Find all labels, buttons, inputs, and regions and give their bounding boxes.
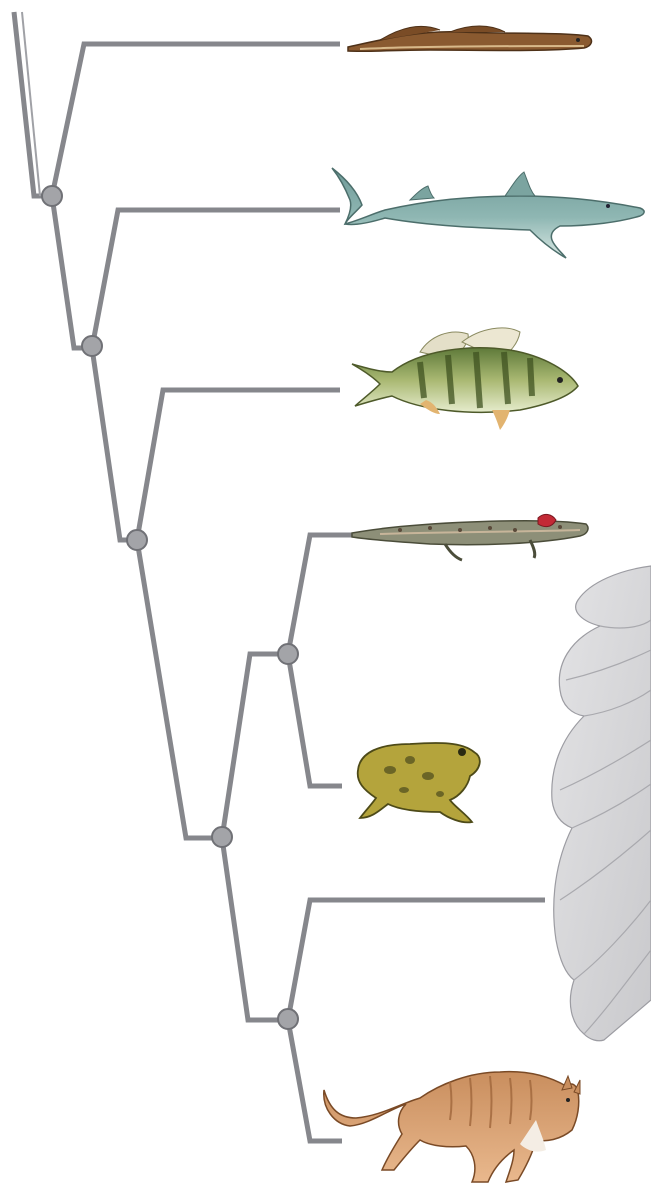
branch-bird: [288, 900, 545, 1020]
perch-icon: [352, 328, 578, 430]
branch-node3: [92, 348, 137, 540]
branch-amniotes: [222, 838, 288, 1020]
branch-lamprey: [52, 44, 340, 196]
root-branch: [14, 12, 52, 196]
node-jawed: [82, 336, 102, 356]
branch-frog: [288, 654, 342, 786]
frog-icon: [358, 743, 480, 822]
branch-shark: [92, 210, 340, 348]
branches: [14, 12, 545, 1141]
branch-node4: [137, 540, 222, 838]
node-tetrapods: [212, 827, 232, 847]
branch-amphibians: [222, 654, 288, 838]
cat-icon: [324, 1072, 580, 1182]
lamprey-icon: [348, 26, 591, 51]
branch-cat: [288, 1020, 342, 1141]
node-vertebrates: [42, 186, 62, 206]
nodes: [42, 186, 298, 1029]
node-amphibians: [278, 644, 298, 664]
salamander-icon: [352, 514, 588, 560]
branch-node2: [52, 196, 92, 348]
node-bony: [127, 530, 147, 550]
branch-perch: [137, 390, 340, 540]
bird-wing-icon: [552, 566, 651, 1041]
node-amniotes: [278, 1009, 298, 1029]
branch-salamander: [288, 535, 352, 654]
shark-icon: [332, 168, 644, 258]
